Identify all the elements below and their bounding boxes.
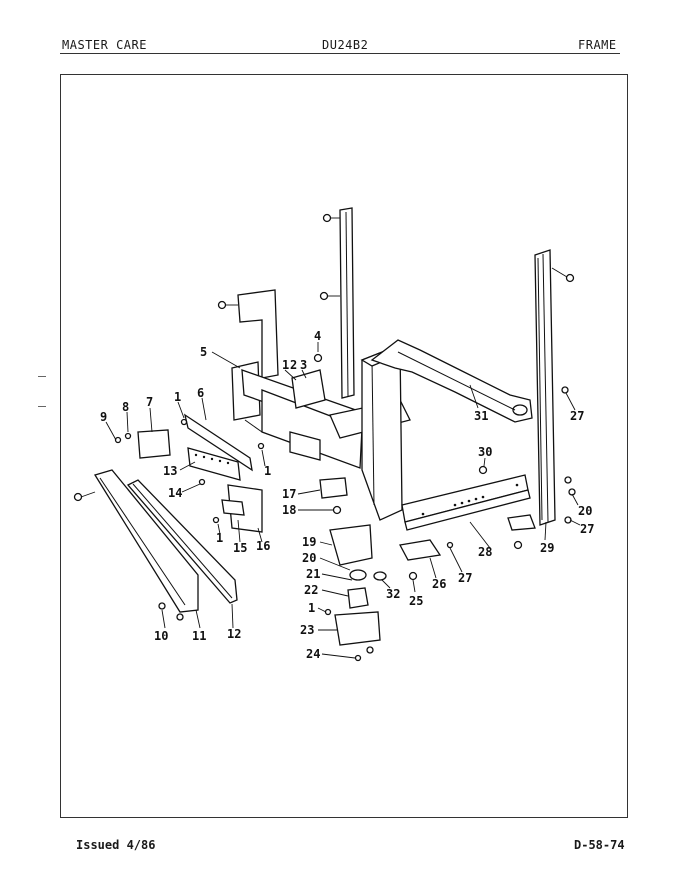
- top-cross-brace: [370, 339, 533, 423]
- callout-23: 23: [300, 623, 314, 637]
- callout-30: 30: [478, 445, 492, 459]
- rear-right-post: [534, 249, 575, 526]
- callout-8: 8: [122, 400, 129, 414]
- margin-tick: [38, 376, 46, 377]
- brand-label: MASTER CARE: [62, 38, 147, 52]
- callout-4: 4: [314, 329, 321, 343]
- callout-28: 28: [478, 545, 492, 559]
- bottom-rail: [401, 474, 531, 531]
- rear-left-post: [319, 207, 355, 399]
- header-rule: [60, 53, 620, 54]
- callout-2: 2: [290, 358, 297, 372]
- diagram-frame: [60, 74, 628, 818]
- callout-1: 1: [282, 358, 289, 372]
- callout-20: 20: [302, 551, 316, 565]
- callout-31: 31: [474, 409, 488, 423]
- callout-24: 24: [306, 647, 320, 661]
- section-title: FRAME: [578, 38, 617, 52]
- leader-lines: [105, 342, 581, 659]
- callout-27-a: 27: [458, 571, 472, 585]
- callout-7: 7: [146, 395, 153, 409]
- callout-5: 5: [200, 345, 207, 359]
- callout-27-c: 27: [570, 409, 584, 423]
- callout-29: 29: [540, 541, 554, 555]
- front-bottom-rails: [73, 469, 238, 613]
- callout-3: 3: [300, 358, 307, 372]
- margin-tick: [38, 406, 46, 407]
- callout-25: 25: [409, 594, 423, 608]
- callout-32: 32: [386, 587, 400, 601]
- callout-13: 13: [163, 464, 177, 478]
- callout-10: 10: [154, 629, 168, 643]
- door-latch-assembly: [137, 413, 263, 533]
- callout-16: 16: [256, 539, 270, 553]
- hinge-assembly: [329, 524, 387, 654]
- callout-26: 26: [432, 577, 446, 591]
- right-side-panel: [360, 344, 412, 521]
- callout-15: 15: [233, 541, 247, 555]
- model-number: DU24B2: [322, 38, 369, 52]
- callout-1-e: 1: [308, 601, 315, 615]
- callout-1-d: 1: [216, 531, 223, 545]
- callout-labels: 1 2 3 4 5 6 7 8 9 1 1 13 14 1 15 16 17 1…: [100, 329, 594, 661]
- callout-20-b: 20: [578, 504, 592, 518]
- page-code: D-58-74: [574, 838, 625, 852]
- issued-date: Issued 4/86: [76, 838, 156, 852]
- callout-21: 21: [306, 567, 320, 581]
- callout-27-b: 27: [580, 522, 594, 536]
- callout-9: 9: [100, 410, 107, 424]
- callout-11: 11: [192, 629, 206, 643]
- callout-1-b: 1: [174, 390, 181, 404]
- callout-18: 18: [282, 503, 296, 517]
- callout-22: 22: [304, 583, 318, 597]
- callout-17: 17: [282, 487, 296, 501]
- callout-1-c: 1: [264, 464, 271, 478]
- small-hardware: [114, 353, 576, 662]
- callout-19: 19: [302, 535, 316, 549]
- callout-14: 14: [168, 486, 182, 500]
- callout-12: 12: [227, 627, 241, 641]
- callout-6: 6: [197, 386, 204, 400]
